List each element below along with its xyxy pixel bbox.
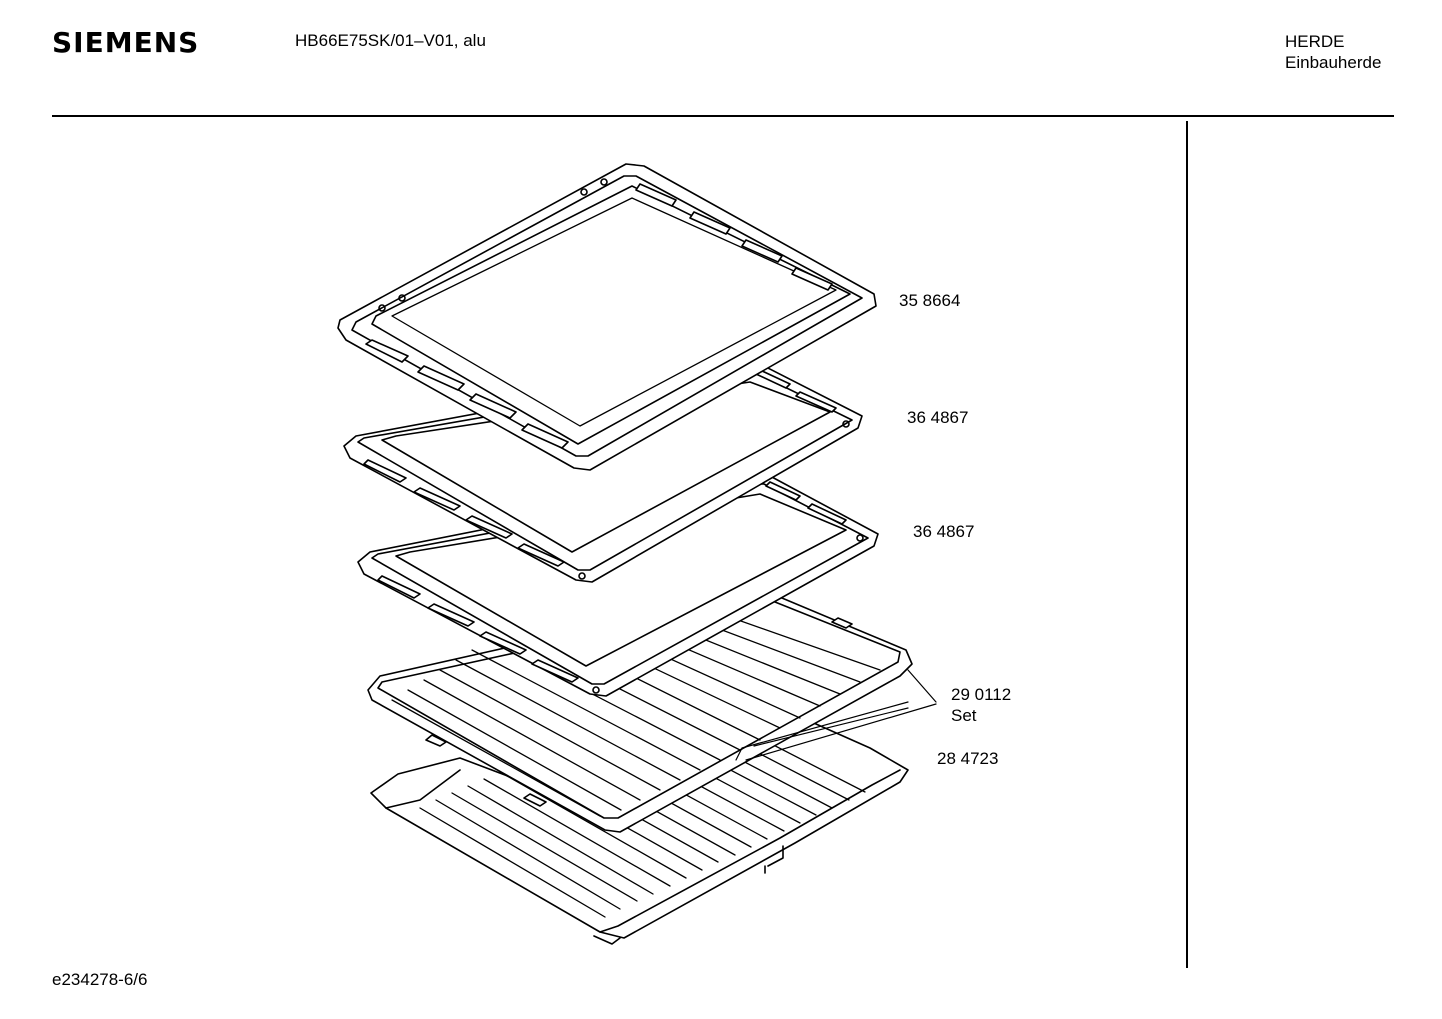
part-label-drip-tray: 28 4723 [937,749,999,768]
brand-logo: SIEMENS [52,26,200,59]
part-label-rack-set: 29 0112 Set [951,684,1011,726]
part-label-tray-middle-2: 36 4867 [913,522,975,541]
model-number: HB66E75SK/01–V01, alu [295,31,486,50]
part-number-rack: 29 0112 [951,685,1012,704]
part-enamel-tray [337,163,877,471]
part-label-tray-top: 35 8664 [899,291,961,310]
leader-line-upper [907,669,937,703]
part-label-tray-middle-1: 36 4867 [907,408,969,427]
category: HERDE Einbauherde [1285,31,1381,73]
legend-divider [1186,121,1188,968]
leader-line-lower [745,703,937,761]
header-divider [52,115,1394,117]
part-wire-rack [367,576,913,833]
category-main: HERDE [1285,32,1345,51]
document-id: e234278-6/6 [52,970,148,989]
part-baking-tray-upper [343,363,863,583]
part-note-set: Set [951,706,977,725]
category-sub: Einbauherde [1285,53,1382,72]
